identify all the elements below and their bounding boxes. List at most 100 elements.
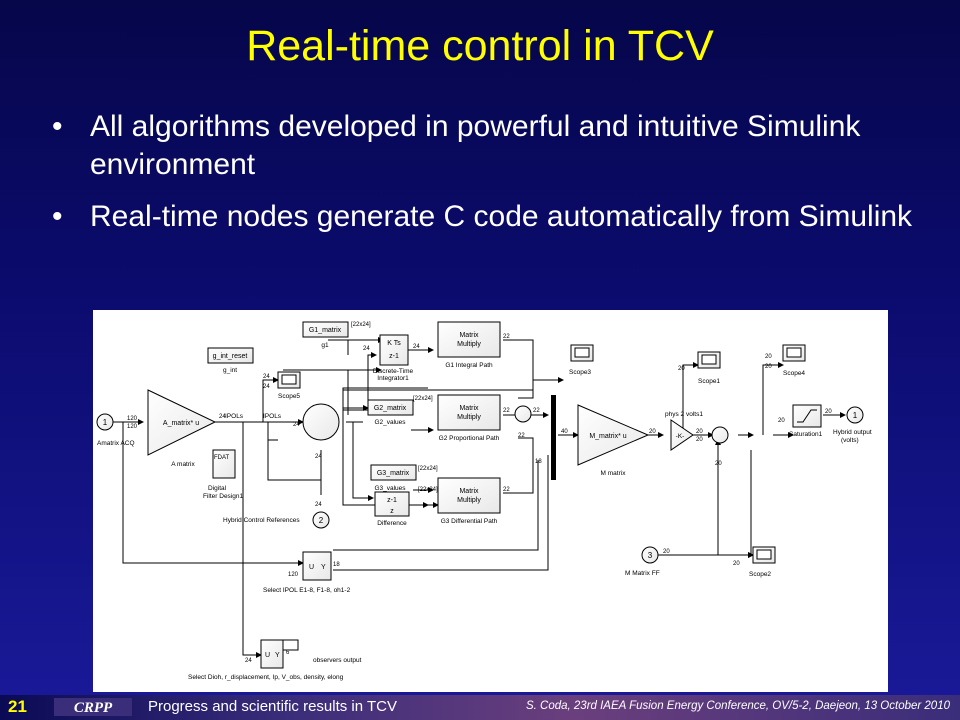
sig-label: [22x24]	[418, 466, 438, 472]
sig-label: 120	[288, 572, 299, 578]
u-text: U	[265, 652, 270, 659]
footer-bar: 21 CRPP Progress and scientific results …	[0, 695, 960, 720]
m-matrix-ff-inport[interactable]: 3 M Matrix FF	[625, 546, 660, 577]
label-g3-values: G3_values	[374, 485, 406, 492]
mm-text-2: Multiply	[457, 341, 481, 348]
label-amatrix-acq: Amatrix ACQ	[97, 440, 135, 447]
simulink-canvas: 1 Amatrix ACQ A_matrix* u A matrix IPOLs…	[96, 321, 872, 681]
bullet-dot: •	[52, 200, 63, 233]
label-m-matrix: M matrix	[601, 470, 627, 477]
g3-matrix-multiply[interactable]: Matrix Multiply G3 Differential Path	[437, 477, 501, 525]
g3-matrix-text: G3_matrix	[377, 470, 410, 477]
sig-label: 24	[363, 346, 370, 352]
digital-filter-block[interactable]: FDAT Digital Filter Design1	[203, 449, 243, 500]
sig-label: 24	[315, 454, 322, 460]
diff-num: z-1	[387, 497, 397, 504]
bullet-dot: •	[52, 110, 63, 143]
sig-label: 22	[503, 408, 510, 414]
label-filter-design: Filter Design1	[203, 493, 243, 500]
diff-den: z	[390, 508, 394, 515]
label-scope5: Scope5	[278, 393, 300, 400]
label-phys2volts: phys 2 volts1	[665, 411, 703, 418]
bullet-text: Real-time nodes generate C code automati…	[90, 200, 913, 233]
mm-text-2: Multiply	[457, 497, 481, 504]
scope5[interactable]: Scope5	[277, 371, 301, 400]
y-text: Y	[275, 652, 280, 659]
sig-label: 20	[765, 364, 772, 370]
difference-block[interactable]: z-1 z Difference	[374, 491, 410, 527]
y-text: Y	[321, 564, 326, 571]
fdat-label: FDAT	[214, 455, 230, 461]
label-m-matrix-ff: M Matrix FF	[625, 570, 660, 577]
kts-text: K Ts	[387, 340, 401, 347]
sig-label: [22x24]	[418, 487, 438, 493]
signal-labels: 120 120 24 24 24 24 24 24 [22x24] [22x24…	[127, 322, 832, 664]
label-g2-proportional-path: G2 Proportional Path	[439, 435, 500, 442]
sig-label: 24	[263, 374, 270, 380]
footer-citation: S. Coda, 23rd IAEA Fusion Energy Confere…	[525, 700, 950, 712]
label-observers-output: observers output	[313, 657, 362, 664]
signal-ipols: IPOLs	[225, 413, 244, 420]
sig-label: 18	[333, 562, 340, 568]
sig-label: 24	[413, 344, 420, 350]
g3-matrix-const[interactable]: G3_matrix G3_values	[370, 464, 417, 492]
crpp-logo-icon: CRPP	[54, 698, 132, 716]
sig-label: [22x24]	[351, 322, 371, 328]
label-a-matrix: A matrix	[171, 461, 195, 468]
phys2volts-gain[interactable]: -K- phys 2 volts1	[665, 411, 703, 451]
g-int-reset-text: g_int_reset	[213, 353, 248, 360]
sum-block-1[interactable]	[302, 403, 340, 441]
g1-matrix-const[interactable]: G1_matrix g1	[302, 321, 349, 349]
sum-block-3[interactable]	[711, 426, 729, 444]
label-g1-integral-path: G1 Integral Path	[445, 362, 493, 369]
inport-1[interactable]: 1 Amatrix ACQ	[96, 413, 135, 447]
label-scope3: Scope3	[569, 369, 591, 376]
slide-title: Real-time control in TCV	[246, 22, 714, 70]
g2-matrix-const[interactable]: G2_matrix G2_values	[367, 399, 414, 426]
m-matrix-gain[interactable]: M_matrix* u M matrix	[577, 404, 650, 477]
sig-label: 20	[649, 429, 656, 435]
sig-label: 22	[533, 408, 540, 414]
bullet-item: •All algorithms developed in powerful an…	[52, 108, 932, 184]
discrete-integrator[interactable]: K Ts z-1 Discrete-Time Integrator1	[373, 334, 414, 382]
g-int-reset-const[interactable]: g_int_reset g_int	[207, 347, 254, 374]
scope4[interactable]: Scope4	[782, 344, 806, 377]
sig-label: 20	[733, 561, 740, 567]
g2-matrix-text: G2_matrix	[374, 405, 407, 412]
sig-label: 20	[696, 429, 703, 435]
hybrid-references-inport[interactable]: 2 Hybrid Control References	[223, 511, 330, 529]
sig-label: 24	[219, 414, 226, 420]
label-volts: (volts)	[841, 437, 859, 444]
label-integrator1: Integrator1	[377, 375, 409, 382]
label-digital: Digital	[208, 485, 227, 492]
sig-label: 22	[503, 334, 510, 340]
a-matrix-gain[interactable]: A_matrix* u A matrix	[147, 389, 217, 468]
label-scope4: Scope4	[783, 370, 805, 377]
label-difference: Difference	[377, 520, 407, 527]
select-ipol-block[interactable]: U Y Select IPOL E1-8, F1-8, oh1-2	[263, 551, 351, 594]
sig-label: 120	[127, 416, 138, 422]
mm-text: Matrix	[459, 405, 479, 412]
sig-label: 18	[535, 459, 542, 465]
label-select-ipol: Select IPOL E1-8, F1-8, oh1-2	[263, 587, 351, 594]
g2-matrix-multiply[interactable]: Matrix Multiply G2 Proportional Path	[437, 394, 501, 442]
g1-matrix-multiply[interactable]: Matrix Multiply G1 Integral Path	[437, 321, 501, 369]
simulink-diagram: 1 Amatrix ACQ A_matrix* u A matrix IPOLs…	[93, 310, 888, 692]
hybrid-output-outport[interactable]: 1 Hybrid output (volts)	[833, 406, 872, 444]
sig-label: 20	[696, 437, 703, 443]
port-number: 1	[103, 418, 108, 427]
u-text: U	[309, 564, 314, 571]
gain-k-text: -K-	[676, 433, 685, 440]
saturation-block[interactable]: Saturation1	[789, 404, 823, 438]
label-select-dioh: Select Dioh, r_displacement, Ip, V_obs, …	[188, 674, 344, 681]
scope2[interactable]: Scope2	[749, 546, 776, 578]
sum-block-2[interactable]	[514, 405, 532, 423]
sig-label: 24	[245, 658, 252, 664]
integrator-den: z-1	[389, 353, 399, 360]
mm-text-2: Multiply	[457, 414, 481, 421]
sig-label: 22	[503, 487, 510, 493]
scope3[interactable]: Scope3	[569, 344, 594, 376]
scope1[interactable]: Scope1	[697, 351, 721, 385]
signal-ipols-2: IPOLs	[263, 413, 282, 420]
select-dioh-block[interactable]: U Y Select Dioh, r_displacement, Ip, V_o…	[188, 639, 362, 681]
